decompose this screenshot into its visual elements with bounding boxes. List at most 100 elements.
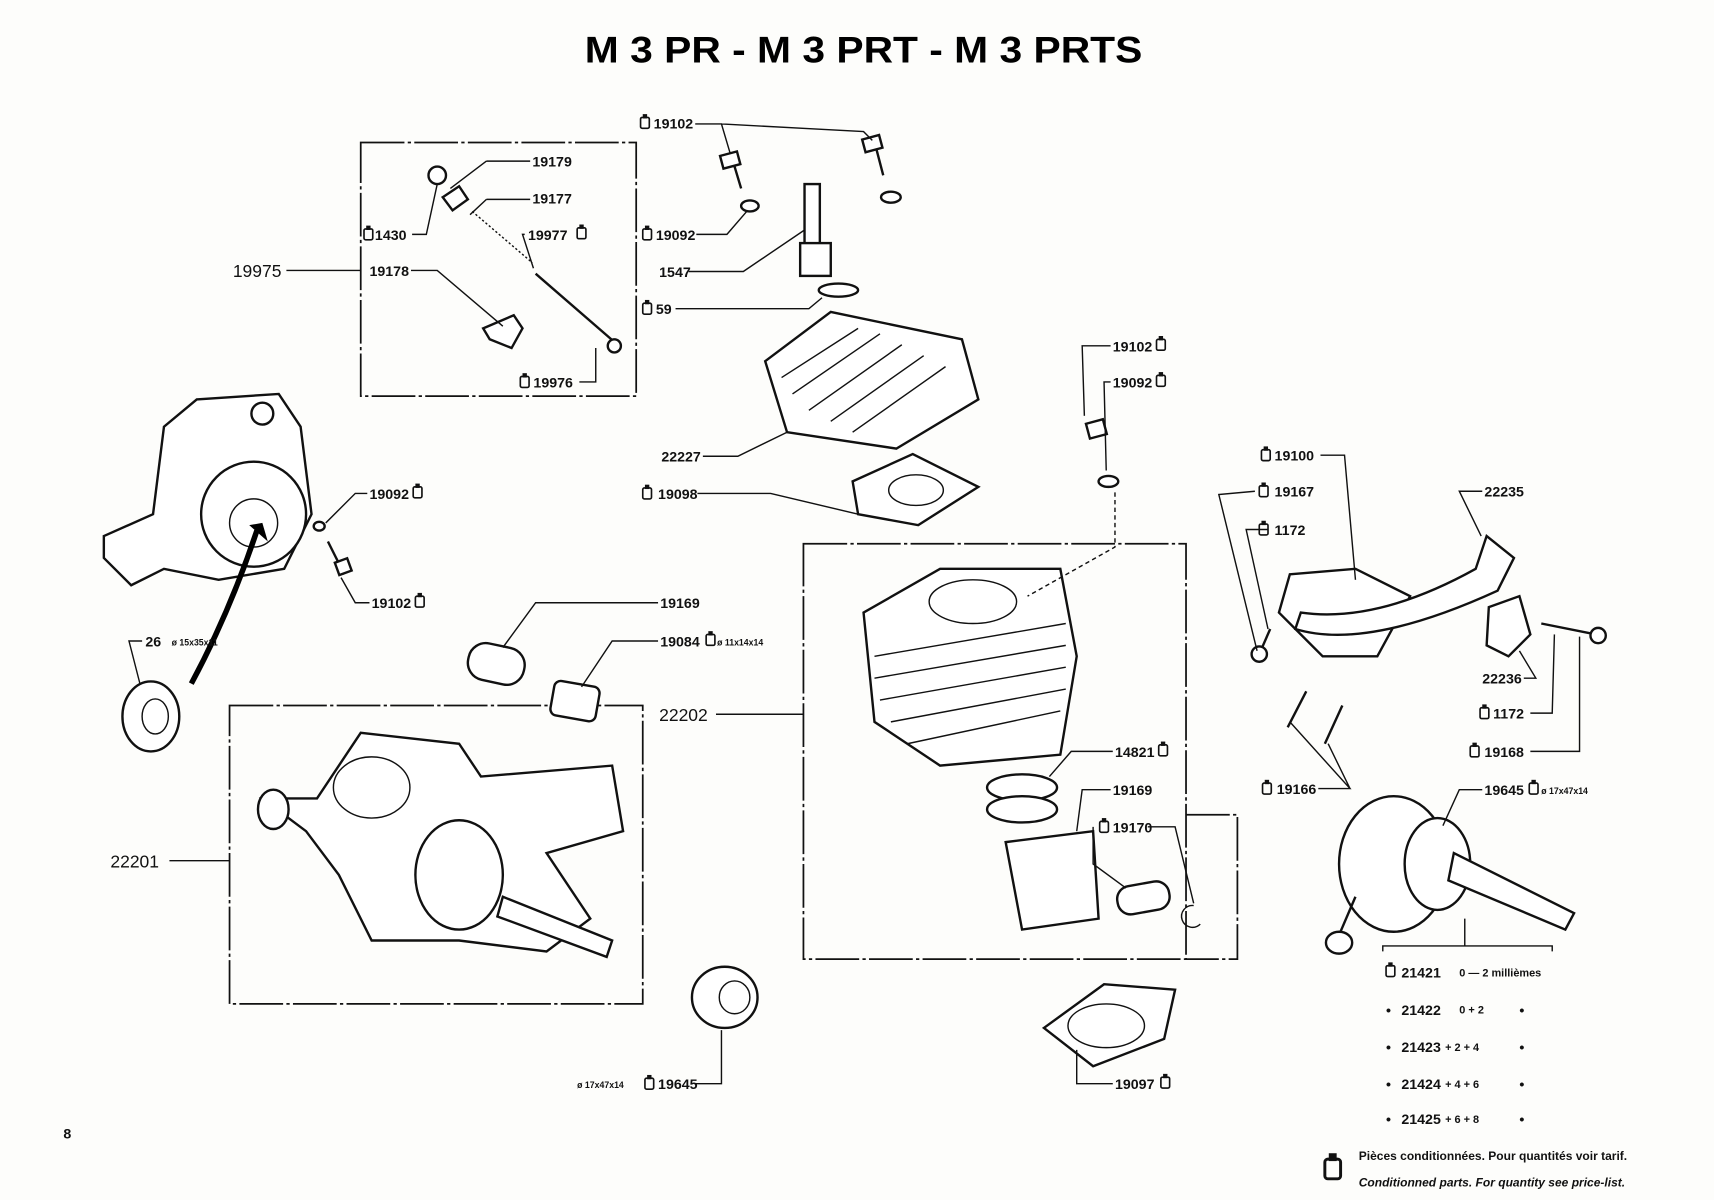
part-label: 19645 [1484,783,1524,799]
part-dimension: ø 17x47x14 [577,1080,624,1090]
needle-bearing-drawing [466,641,601,723]
part-dimension: ø 11x14x14 [717,637,763,647]
packaged-part-icon [641,224,653,241]
part-label: 19170 [1113,820,1153,836]
part-label: 1430 [375,228,407,244]
part-label: 19102 [372,596,412,612]
packaged-part-icon [705,630,716,647]
packaged-part-icon [1469,741,1480,758]
crankshaft-table: 21421 0 — 2 millièmes • 21422 0 + 2 • • … [1385,961,1541,1128]
part-label: 19102 [654,116,694,132]
part-label: 22201 [110,851,159,871]
part-label: 1547 [659,265,691,281]
part-dimension: ø 17x47x14 [1541,786,1588,796]
footer-note: Pièces conditionnées. Pour quantités voi… [1323,1149,1627,1189]
table-tolerance: + 4 + 6 [1445,1079,1479,1091]
packaged-part-icon [1258,519,1269,536]
bearing-19645-drawing [690,965,759,1030]
packaged-part-icon [412,482,423,499]
part-label: 26 [145,634,161,650]
part-label: 19168 [1484,745,1524,761]
part-label: 19098 [658,487,698,503]
crankshaft-drawing [1324,795,1576,955]
packaged-part-icon [1098,817,1110,834]
part-label: 19169 [1113,783,1153,799]
part-label: 19177 [532,192,572,208]
part-label: 22202 [659,705,708,725]
leader-lines [128,123,1581,1085]
table-mark: • [1519,1040,1524,1056]
table-tolerance: 0 — 2 millièmes [1459,968,1541,980]
table-tolerance: 0 + 2 [1459,1005,1484,1017]
part-label: 19169 [660,596,700,612]
group-box-19975 [359,141,638,398]
packaged-part-icon [576,223,587,240]
table-tolerance: + 6 + 8 [1445,1114,1479,1126]
packaged-part-icon [1261,778,1273,795]
part-label: 19975 [233,261,282,281]
part-label: 19976 [533,375,573,391]
screws-left-drawing [312,520,354,577]
part-label: 1172 [1493,707,1524,723]
bearing-26-drawing [121,680,181,753]
part-label: 19178 [369,264,409,280]
part-label: 14821 [1115,745,1155,761]
packaged-part-icon [414,592,425,608]
packaged-part-icon [1260,445,1272,462]
part-labels: 19102 19179 19177 1430 19977 19975 19178… [110,113,1588,1093]
part-label: 19097 [1115,1077,1155,1093]
part-label: 19100 [1275,449,1315,465]
table-mark: • [1519,1077,1524,1093]
cylinder-drawing [862,417,1120,767]
packaged-part-icon [644,1074,655,1090]
page-number: 8 [63,1126,71,1142]
packaged-part-icon [1323,1151,1343,1181]
crankcase-drawing [256,731,625,959]
carburettor-adapter-drawing [102,392,313,685]
spark-plug-drawing [718,133,902,298]
part-label: 19645 [658,1077,698,1093]
piston-drawing [985,773,1201,931]
bullet: • [1386,1077,1391,1093]
table-ref: 21424 [1401,1077,1441,1093]
bullet: • [1386,1112,1391,1128]
bullet: • [1386,1040,1391,1056]
part-label: 1172 [1275,523,1306,539]
footer-note-en: Conditionned parts. For quantity see pri… [1359,1175,1625,1189]
part-label: 22236 [1482,672,1522,688]
part-label: 19084 [660,634,700,650]
packaged-part-icon [363,224,374,241]
packaged-part-icon [519,372,530,389]
table-tolerance: + 2 + 4 [1445,1042,1480,1054]
packaged-part-icon [1479,703,1490,720]
table-ref: 21423 [1401,1040,1441,1056]
page-title: M 3 PR - M 3 PRT - M 3 PRTS [585,29,1142,71]
footer-note-fr: Pièces conditionnées. Pour quantités voi… [1359,1149,1627,1163]
part-label: 19092 [369,487,409,503]
part-label: 19102 [1113,339,1153,355]
part-label: 22235 [1484,485,1524,501]
packaged-part-icon [639,113,651,130]
part-label: 19977 [528,228,568,244]
part-label: 19166 [1277,782,1317,798]
part-label: 19167 [1275,485,1315,501]
table-ref: 21425 [1401,1112,1441,1128]
part-label: 59 [656,302,672,318]
cylinder-head-drawing [763,310,981,527]
packaged-part-icon [1528,778,1539,795]
packaged-part-icon [1160,1073,1171,1089]
part-label: 19092 [656,228,696,244]
packaged-part-icon [1155,371,1167,388]
packaged-part-icon [1258,481,1269,498]
packaged-part-icon [641,299,653,315]
cylinder-base-gasket-drawing [1041,982,1177,1068]
part-label: 19179 [532,155,572,171]
group-box-22202 [802,542,1187,960]
throttle-parts-drawing [427,165,623,354]
table-mark: • [1519,1112,1524,1128]
exhaust-pipe-drawing [1250,534,1607,745]
table-ref: 21421 [1401,966,1441,982]
group-box-22202-ext [1186,813,1239,960]
